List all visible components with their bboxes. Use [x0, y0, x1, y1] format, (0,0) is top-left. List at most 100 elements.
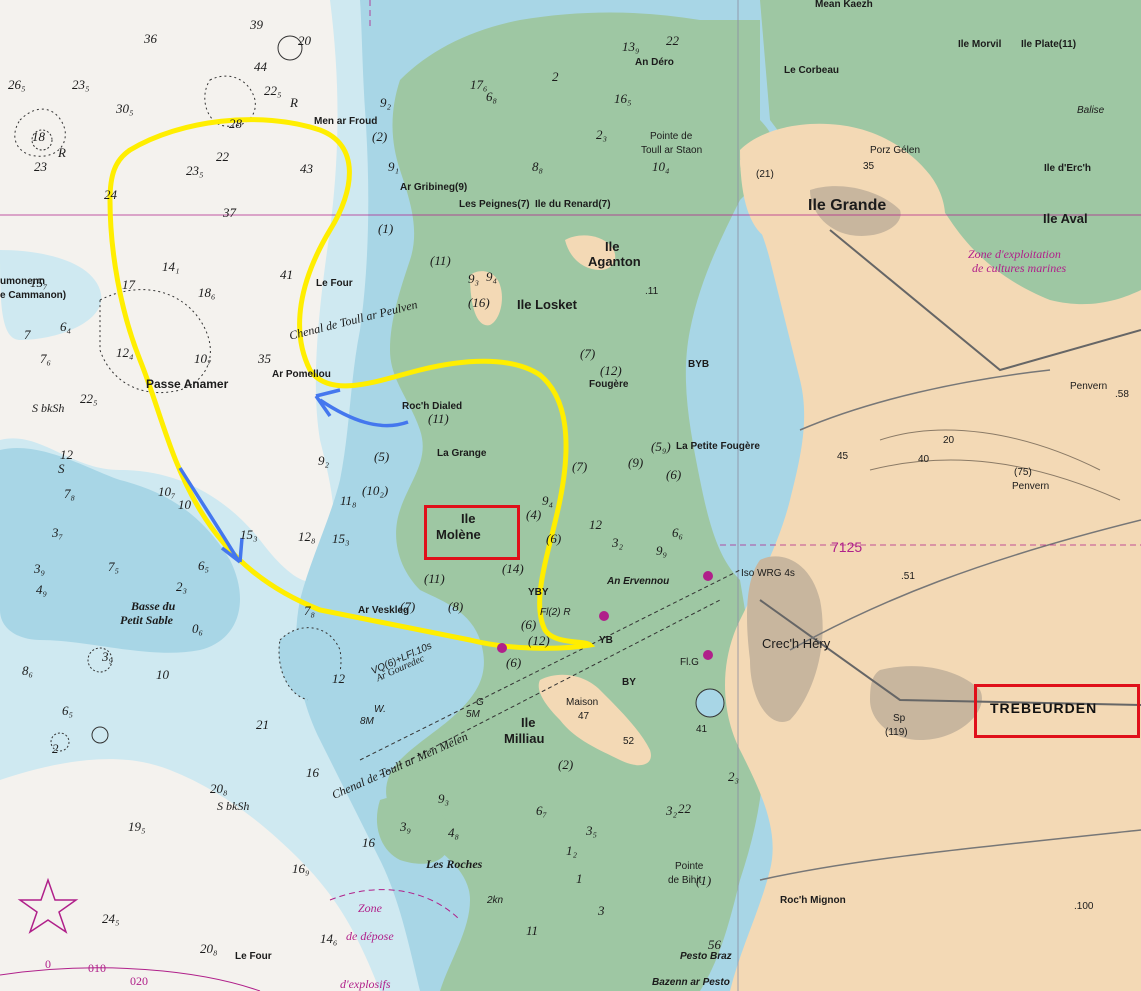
label-ile-aval: Ile Aval — [1043, 211, 1088, 226]
highlight-box-trebeurden — [974, 684, 1140, 738]
depth-sounding: 16 — [362, 835, 375, 850]
depth-sounding: 6₅ — [62, 703, 74, 718]
depth-sounding: 36 — [144, 31, 157, 46]
label-bazenn: Bazenn ar Pesto — [652, 977, 730, 988]
depth-sounding: 3₂ — [666, 803, 678, 818]
label-ile-milliau-1: Ile — [521, 715, 536, 730]
sector-w: W. — [374, 704, 386, 715]
depth-sounding: 11₈ — [340, 493, 357, 508]
label-les-peignes: Les Peignes(7) — [459, 199, 530, 210]
label-porz-gelen: Porz Gélen — [870, 145, 921, 156]
label-ile-erch: Ile d'Erc'h — [1044, 163, 1091, 174]
depth-sounding: 9₃ — [468, 271, 480, 286]
depth-sounding: 7₈ — [304, 603, 316, 618]
alt-45: 45 — [837, 451, 849, 462]
depth-sounding: 37 — [223, 205, 236, 220]
alt-100: .100 — [1074, 901, 1094, 912]
depth-sounding: 22₅ — [80, 391, 98, 406]
label-passe-anamer: Passe Anamer — [146, 377, 229, 391]
depth-sounding: (9) — [628, 455, 644, 470]
depth-sounding: (5₉) — [651, 439, 671, 454]
depth-sounding: 16₅ — [614, 91, 632, 106]
depth-sounding: 3 — [598, 903, 605, 918]
label-ile-aganton-2: Aganton — [588, 254, 641, 269]
depth-sounding: (5) — [374, 449, 390, 464]
label-roch-mignon: Roc'h Mignon — [780, 895, 846, 906]
depth-sounding: 12 — [60, 447, 73, 462]
depth-sounding: 10 — [178, 497, 191, 512]
depth-sounding: 23₅ — [186, 163, 204, 178]
label-trebeurden: TREBEURDEN — [990, 700, 1098, 716]
alt-41: 41 — [696, 724, 708, 735]
label-ile-du-renard: Ile du Renard(7) — [535, 199, 611, 210]
label-fougere: Fougère — [589, 379, 629, 390]
depth-sounding: (11) — [428, 411, 449, 426]
depth-sounding: 0₆ — [192, 621, 204, 636]
light-flg: Fl.G — [680, 657, 699, 668]
mainland — [725, 145, 1141, 991]
depth-sounding: 23₅ — [72, 77, 90, 92]
depth-sounding: 16 — [306, 765, 319, 780]
depth-sounding: 18 — [32, 129, 45, 144]
depth-sounding: 7₅ — [108, 559, 120, 574]
label-la-grange: La Grange — [437, 448, 487, 459]
depth-sounding: 23 — [34, 159, 47, 174]
depth-sounding: 44 — [254, 59, 267, 74]
depth-sounding: 9₁ — [388, 159, 400, 174]
depth-sounding: (7) — [572, 459, 588, 474]
depth-sounding: 20₈ — [210, 781, 228, 796]
depth-sounding: (1) — [378, 221, 394, 236]
label-ar-pomellou: Ar Pomellou — [272, 369, 331, 380]
depth-sounding: 8₈ — [532, 159, 544, 174]
losket-land — [470, 271, 502, 326]
note-zone-cultures-1: Zone d'exploitation — [968, 247, 1061, 261]
depth-sounding: 2₃ — [728, 769, 740, 784]
depth-sounding: 6₄ — [60, 319, 72, 334]
note-zone-depose-1: Zone — [358, 901, 382, 915]
urban-area-2 — [870, 666, 982, 740]
label-crech-hery: Crec'h Héry — [762, 636, 831, 651]
urban-area — [747, 556, 823, 722]
depth-sounding: (8) — [448, 599, 464, 614]
depth-sounding: 11 — [526, 923, 539, 938]
depth-sounding: 7 — [24, 327, 31, 342]
depth-sounding: 43 — [300, 161, 313, 176]
depth-sounding: 39 — [250, 17, 263, 32]
balise-label: Balise — [1077, 105, 1105, 116]
depth-sounding: (12) — [600, 363, 622, 378]
blue-arrow-west — [319, 398, 409, 428]
depth-sounding: 24₅ — [102, 911, 120, 926]
depth-sounding: 9₂ — [380, 95, 392, 110]
label-kumonenn-2: e Cammanon) — [0, 290, 67, 301]
label-pointe-toull-2: Toull ar Staon — [641, 145, 703, 156]
highlight-box-molene — [424, 505, 520, 560]
depth-sounding: 1₂ — [566, 843, 578, 858]
label-le-four-south: Le Four — [235, 951, 272, 962]
alt-52: 52 — [623, 736, 635, 747]
label-pointe-bihit-1: Pointe — [675, 861, 704, 872]
light-iso: Iso WRG 4s — [741, 568, 795, 579]
depth-sounding: (4) — [526, 507, 542, 522]
depth-sounding: 26₅ — [8, 77, 26, 92]
depth-sounding: 14₁ — [162, 259, 180, 274]
depth-sounding: 12 — [332, 671, 345, 686]
depth-sounding: 7₈ — [64, 486, 76, 501]
label-pointe-toull-1: Pointe de — [650, 131, 693, 142]
depth-sounding: (6) — [521, 617, 537, 632]
alt-20: 20 — [943, 435, 955, 446]
depth-sounding: 35 — [258, 351, 271, 366]
depth-sounding: 12 — [589, 517, 602, 532]
depth-sounding: S — [58, 461, 65, 476]
depth-sounding: (11) — [430, 253, 451, 268]
compass-0: 0 — [45, 957, 51, 971]
depth-sounding: 9₃ — [438, 791, 450, 806]
label-ile-molene-1: Ile — [461, 511, 476, 526]
depth-sounding: 9₄ — [486, 269, 498, 284]
buoy-yby: YBY — [528, 587, 549, 598]
label-penvern-2: Penvern — [1012, 481, 1050, 492]
depth-sounding: 10₇ — [194, 351, 212, 366]
depth-sounding: 15₇ — [30, 275, 48, 290]
label-petite-fougere: La Petite Fougère — [676, 441, 760, 452]
depth-sounding: 7₆ — [40, 351, 52, 366]
